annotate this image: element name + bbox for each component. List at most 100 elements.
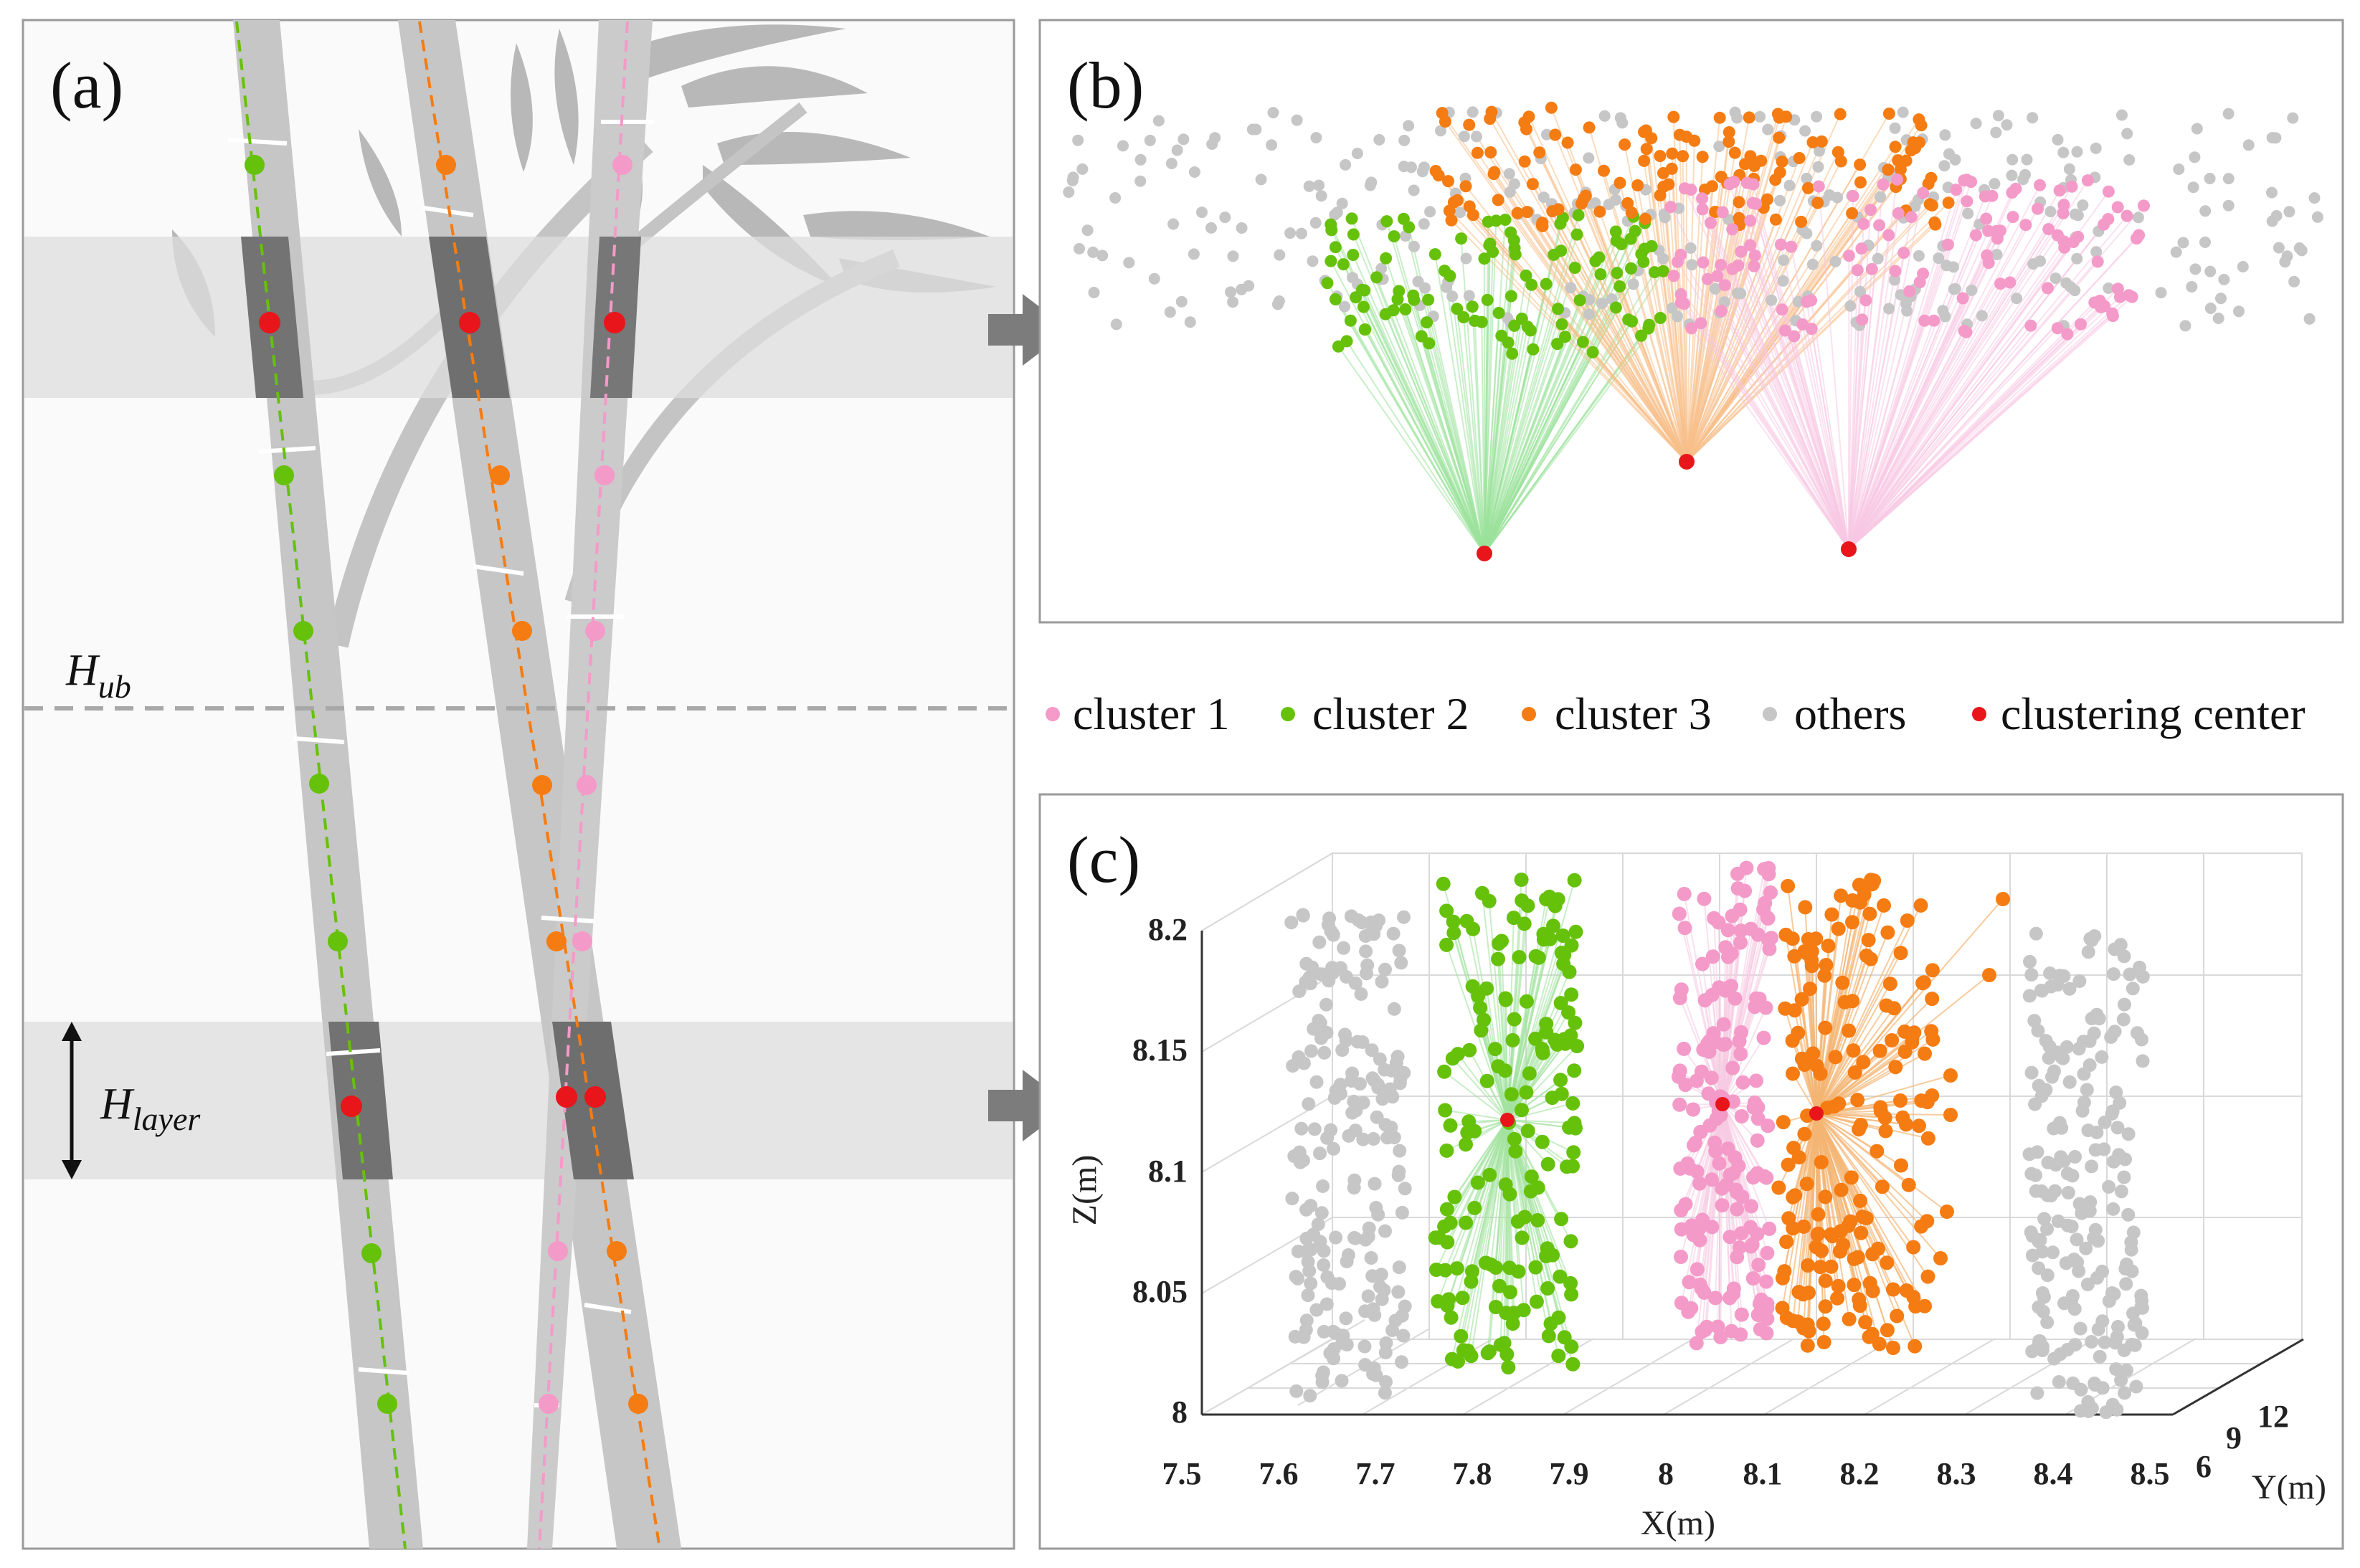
cluster-3-point — [1518, 116, 1531, 129]
cluster-2-center — [1477, 546, 1492, 561]
other-point — [1315, 967, 1330, 982]
cluster-1-link — [1848, 184, 2041, 550]
other-point — [2030, 1386, 2044, 1400]
cluster-3-link — [1785, 934, 1817, 1114]
other-point — [1989, 178, 2001, 190]
cluster-1-point — [1961, 195, 1973, 208]
other-point — [1889, 122, 1901, 134]
other-point — [1378, 1063, 1392, 1077]
other-point — [2189, 151, 2201, 163]
center-point — [556, 1086, 577, 1108]
cluster-3-point — [1875, 1179, 1890, 1194]
other-point — [2035, 1245, 2049, 1259]
other-point — [1362, 1221, 1376, 1235]
cluster-2-point — [1561, 1005, 1576, 1020]
cluster-3-link — [1662, 186, 1687, 462]
cluster-1-point — [1873, 219, 1886, 232]
cluster-3-link — [1585, 195, 1687, 462]
cluster-1-point — [1744, 1199, 1759, 1214]
other-point — [1299, 1323, 1313, 1337]
cluster-3-link — [1541, 222, 1687, 462]
cluster-3-point — [1845, 893, 1860, 908]
other-point — [2287, 112, 2299, 124]
other-point — [1774, 194, 1786, 206]
other-point — [1387, 1002, 1401, 1016]
other-point — [1340, 1338, 1354, 1351]
cluster-3-point — [1913, 898, 1928, 913]
other-point — [1347, 1094, 1361, 1108]
cluster-3-point — [1463, 200, 1476, 213]
other-point — [2308, 192, 2321, 204]
other-point — [2186, 281, 2198, 293]
cluster-1-point — [1715, 1198, 1730, 1213]
other-point — [2079, 1241, 2093, 1255]
other-point — [2092, 1012, 2106, 1026]
other-point — [2098, 1115, 2112, 1129]
cluster-3-point — [1890, 1308, 1905, 1324]
other-point — [2050, 978, 2065, 992]
cluster-2-link — [1393, 310, 1485, 554]
cluster-2-point — [1455, 232, 1468, 245]
other-point — [2283, 206, 2295, 218]
cluster-1-point — [1718, 940, 1733, 955]
other-point — [1713, 141, 1725, 153]
other-point — [1933, 252, 1945, 265]
cluster-3-point — [1816, 1316, 1831, 1331]
cluster-2-point — [1492, 1278, 1507, 1293]
cluster-3-point — [1779, 1235, 1794, 1249]
cluster-3-point — [1459, 180, 1472, 193]
cluster-3-link — [1816, 905, 1922, 1114]
other-point — [1175, 295, 1188, 308]
green-point — [377, 1394, 397, 1414]
other-point — [1883, 303, 1895, 315]
cluster-3-point — [1913, 113, 1925, 126]
cluster-3-point — [1872, 1043, 1887, 1058]
cluster-3-point — [1526, 178, 1539, 191]
cluster-1-link — [1716, 275, 1849, 550]
cluster-3-link — [1686, 117, 1781, 462]
other-point — [1087, 246, 1099, 258]
cluster-1-center — [1841, 541, 1857, 557]
cluster-1-point — [2058, 241, 2071, 254]
other-point — [1340, 1255, 1354, 1268]
cluster-3-point — [1814, 1155, 1829, 1169]
other-point — [1939, 310, 1951, 323]
cluster-2-link — [1350, 320, 1485, 554]
cluster-1-point — [2051, 322, 2064, 335]
cluster-3-link — [1528, 116, 1687, 462]
other-point — [1326, 927, 1340, 941]
cluster-1-point — [1678, 1078, 1693, 1093]
other-point — [1219, 212, 1231, 224]
other-point — [2072, 974, 2087, 988]
other-point — [2177, 237, 2189, 249]
cluster-1-link — [1848, 288, 2049, 550]
cluster-2-point — [1499, 1347, 1515, 1362]
upper-layer-band — [24, 237, 1013, 398]
cluster-2-point — [1505, 1316, 1520, 1331]
cluster-2-point — [1527, 343, 1540, 356]
cluster-1-link — [1848, 186, 2072, 550]
cluster-1-point — [2133, 229, 2146, 242]
cluster-2-point — [1563, 1234, 1578, 1249]
other-point — [1206, 138, 1218, 150]
other-point — [2037, 1212, 2052, 1226]
cluster-3-link — [1792, 1073, 1817, 1114]
cluster-1-point — [1760, 1311, 1775, 1326]
cluster-2-link — [1445, 1109, 1508, 1121]
cluster-1-link — [1722, 1037, 1765, 1105]
pink-point — [594, 465, 615, 485]
other-point — [2131, 1026, 2144, 1040]
other-point — [2039, 1034, 2053, 1048]
cluster-2-point — [1499, 214, 1512, 226]
cluster-2-point — [1438, 1263, 1453, 1278]
other-point — [2123, 154, 2136, 166]
cluster-2-point — [1473, 1000, 1488, 1015]
cluster-2-point — [1441, 1292, 1456, 1307]
other-point — [2035, 984, 2049, 998]
cluster-1-point — [1905, 211, 1918, 224]
cluster-2-point — [1470, 1175, 1485, 1190]
cluster-2-point — [1380, 215, 1393, 228]
cluster-2-point — [1572, 209, 1585, 222]
cluster-2-point — [1444, 1310, 1459, 1325]
cluster-2-point — [1488, 1042, 1502, 1057]
